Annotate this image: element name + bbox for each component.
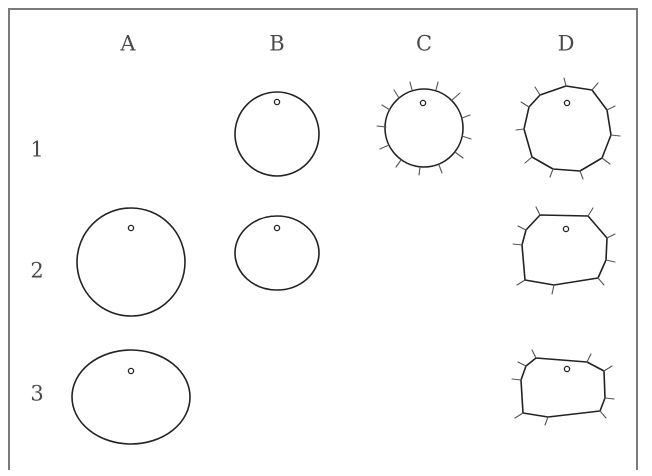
cell-c1	[376, 81, 472, 176]
cell-d2-spikes	[512, 206, 616, 295]
cell-b1-outline	[234, 91, 320, 177]
row-header-2: 2	[30, 258, 44, 283]
diagram-frame	[8, 8, 638, 470]
cell-a2-outline	[76, 207, 186, 317]
cell-a3	[71, 349, 191, 445]
cell-d1	[515, 77, 621, 180]
cell-d1-spikes	[515, 77, 621, 180]
cell-c1-spikes	[376, 81, 472, 176]
cell-d3-pore	[563, 365, 571, 373]
cell-a2-pore	[127, 224, 135, 232]
cell-b2-outline	[234, 215, 320, 291]
cell-c1-pore	[419, 99, 427, 107]
cell-d2-pore	[562, 225, 570, 233]
cell-d3-spikes	[511, 349, 615, 426]
cell-b1-pore	[273, 98, 281, 106]
cell-a3-outline	[71, 349, 191, 445]
cell-a2	[76, 207, 186, 317]
cell-d1-outline	[523, 85, 612, 172]
cell-d2	[512, 206, 616, 295]
row-header-3: 3	[30, 381, 44, 406]
column-header-d: D	[557, 31, 575, 56]
column-header-c: C	[415, 31, 433, 56]
cell-a3-pore	[127, 367, 135, 375]
cell-b2	[234, 215, 320, 291]
cell-d3	[511, 349, 615, 426]
cell-b2-pore	[273, 224, 281, 232]
cell-d2-outline	[521, 214, 608, 286]
cell-d3-outline	[520, 357, 606, 418]
row-header-1: 1	[30, 137, 44, 162]
column-header-b: B	[269, 31, 285, 56]
column-header-a: A	[120, 31, 136, 56]
cell-c1-outline	[384, 88, 464, 168]
cell-b1	[234, 91, 320, 177]
cell-d1-pore	[563, 99, 571, 107]
